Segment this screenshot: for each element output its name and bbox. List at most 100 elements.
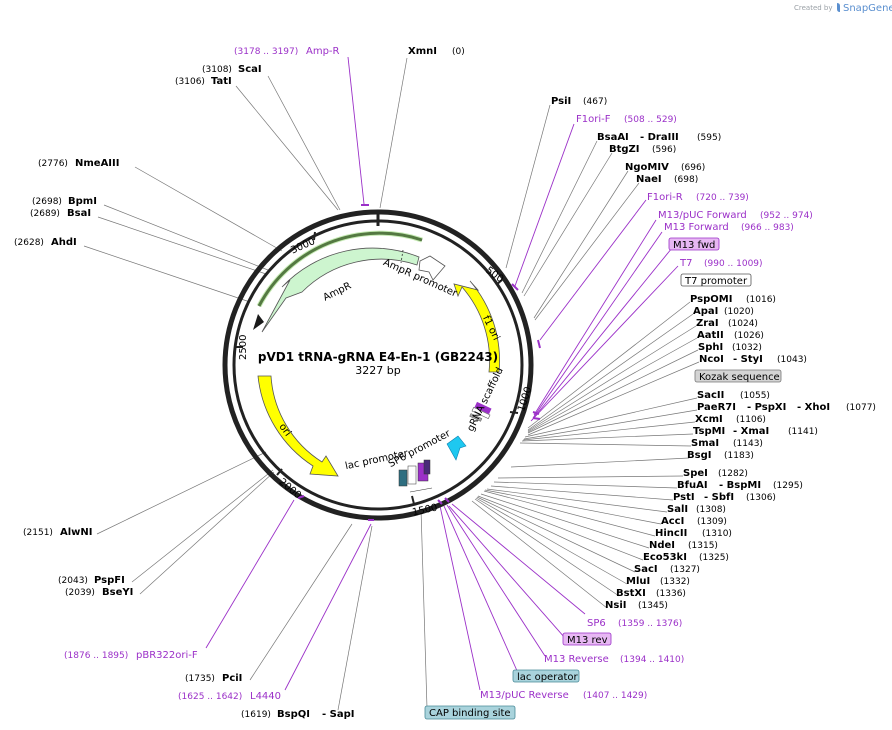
pcii-site[interactable]: PciI xyxy=(222,673,242,684)
apai-site[interactable]: ApaI xyxy=(693,306,718,317)
xcmi-position: (1106) xyxy=(736,415,766,425)
bsaai-position: (595) xyxy=(697,133,721,143)
tati-site[interactable]: TatI xyxy=(211,76,232,87)
psti-position: (1306) xyxy=(746,493,776,503)
m13-rev-box[interactable] xyxy=(562,632,612,646)
m13-puc-forward-primer[interactable]: M13/pUC Forward xyxy=(658,210,747,221)
m13-puc-reverse-range: (1407 .. 1429) xyxy=(583,691,647,701)
draiii-site[interactable]: - DraIII xyxy=(640,132,679,143)
t7-promoter-box[interactable] xyxy=(680,273,752,287)
psii-site[interactable]: PsiI xyxy=(551,96,571,107)
eco53ki-site[interactable]: Eco53kI xyxy=(643,552,687,563)
m13-fwd-box-label: M13 fwd xyxy=(673,240,715,251)
bfuai-position: (1295) xyxy=(773,481,803,491)
smai-site[interactable]: SmaI xyxy=(691,438,719,449)
acci-site[interactable]: AccI xyxy=(661,516,684,527)
naei-site[interactable]: NaeI xyxy=(636,174,662,185)
amp-r-primer[interactable]: Amp-R xyxy=(306,46,340,57)
scai-site[interactable]: ScaI xyxy=(238,64,262,75)
pspxi-site[interactable]: - PspXI xyxy=(747,402,786,413)
kozak-box[interactable] xyxy=(694,369,782,383)
xcmi-site[interactable]: XcmI xyxy=(695,414,723,425)
pcii-position: (1735) xyxy=(185,674,215,684)
f1-ori-label: f1 ori xyxy=(480,314,501,342)
m13-fwd-box[interactable] xyxy=(668,237,720,251)
t7-primer[interactable]: T7 xyxy=(679,258,692,269)
lac-operator-block[interactable] xyxy=(398,459,433,493)
m13-forward-primer[interactable]: M13 Forward xyxy=(664,222,729,233)
bsgi-position: (1183) xyxy=(724,451,754,461)
paer7i-site[interactable]: PaeR7I xyxy=(697,402,736,413)
bpmi-site[interactable]: BpmI xyxy=(68,196,97,207)
ampr-feature[interactable] xyxy=(261,247,420,333)
bspmi-site[interactable]: - BspMI xyxy=(719,480,761,491)
scaffold-arrow-icon xyxy=(446,435,467,461)
bspqi-site[interactable]: BspQI xyxy=(277,709,310,720)
aatii-site[interactable]: AatII xyxy=(697,330,724,341)
m13-rev-box-label: M13 rev xyxy=(567,635,608,646)
m13-reverse-primer[interactable]: M13 Reverse xyxy=(544,654,609,665)
pbr322ori-f-primer[interactable]: pBR322ori-F xyxy=(136,650,198,661)
sp6-primer[interactable]: SP6 xyxy=(587,618,606,629)
ori-feature[interactable] xyxy=(257,375,339,477)
bseyi-position: (2039) xyxy=(65,588,95,598)
ahdi-position: (2628) xyxy=(14,238,44,248)
f1-ori-feature[interactable] xyxy=(453,280,500,373)
bsai-site[interactable]: BsaI xyxy=(67,208,91,219)
styi-site[interactable]: - StyI xyxy=(733,354,763,365)
spei-site[interactable]: SpeI xyxy=(683,468,708,479)
bsgi-site[interactable]: BsgI xyxy=(687,450,711,461)
m13-reverse-range: (1394 .. 1410) xyxy=(620,655,684,665)
sacii-position: (1055) xyxy=(740,391,770,401)
l4440-primer[interactable]: L4440 xyxy=(250,691,281,702)
ndei-site[interactable]: NdeI xyxy=(649,540,675,551)
grna-scaffold-feature[interactable] xyxy=(469,401,492,422)
xmai-site[interactable]: - XmaI xyxy=(733,426,769,437)
aatii-position: (1026) xyxy=(734,331,764,341)
btgzi-site[interactable]: BtgZI xyxy=(609,144,640,155)
lac-operator-box[interactable] xyxy=(512,669,580,683)
xhoi-site[interactable]: - XhoI xyxy=(797,402,830,413)
zrai-site[interactable]: ZraI xyxy=(696,318,719,329)
sbfi-site[interactable]: - SbfI xyxy=(704,492,734,503)
nsii-site[interactable]: NsiI xyxy=(605,600,626,611)
xmni-site[interactable]: XmnI xyxy=(408,46,437,57)
map-size: 3227 bp xyxy=(355,364,400,377)
bsaai-site[interactable]: BsaAI xyxy=(597,132,629,143)
sapi-site[interactable]: - SapI xyxy=(322,709,354,720)
nmeaiii-site[interactable]: NmeAIII xyxy=(75,158,119,169)
sacii-site[interactable]: SacII xyxy=(697,390,724,401)
pspomi-site[interactable]: PspOMI xyxy=(690,294,732,305)
zrai-position: (1024) xyxy=(728,319,758,329)
eco53ki-position: (1325) xyxy=(699,553,729,563)
ngomiv-site[interactable]: NgoMIV xyxy=(625,162,669,173)
bseyi-site[interactable]: BseYI xyxy=(102,587,133,598)
ampr-promoter-feature[interactable] xyxy=(418,255,446,281)
map-title: pVD1 tRNA-gRNA E4-En-1 (GB2243) xyxy=(258,350,498,364)
nsii-position: (1345) xyxy=(638,601,668,611)
ahdi-site[interactable]: AhdI xyxy=(51,237,77,248)
alwni-site[interactable]: AlwNI xyxy=(60,527,93,538)
f1ori-f-primer[interactable]: F1ori-F xyxy=(576,114,611,125)
sali-site[interactable]: SalI xyxy=(667,504,688,515)
f1ori-r-primer[interactable]: F1ori-R xyxy=(647,192,683,203)
cap-site-label: CAP binding site xyxy=(429,708,511,719)
hincii-site[interactable]: HincII xyxy=(655,528,687,539)
bstxi-site[interactable]: BstXI xyxy=(616,588,646,599)
psti-site[interactable]: PstI xyxy=(673,492,695,503)
sphi-site[interactable]: SphI xyxy=(698,342,723,353)
lac-promoter-label: lac promoter xyxy=(344,448,410,472)
cap-site-box[interactable] xyxy=(424,705,516,720)
ncoi-site[interactable]: NcoI xyxy=(699,354,724,365)
ampr-orf-arrow-icon xyxy=(253,314,264,330)
saci-position: (1327) xyxy=(670,565,700,575)
pspfi-site[interactable]: PspFI xyxy=(94,575,125,586)
mlui-site[interactable]: MluI xyxy=(626,576,650,587)
saci-site[interactable]: SacI xyxy=(634,564,658,575)
bfuai-site[interactable]: BfuAI xyxy=(677,480,708,491)
hincii-position: (1310) xyxy=(702,529,732,539)
m13-puc-reverse-primer[interactable]: M13/pUC Reverse xyxy=(480,690,569,701)
bspqi-position: (1619) xyxy=(241,710,271,720)
tspmi-site[interactable]: TspMI xyxy=(693,426,725,437)
